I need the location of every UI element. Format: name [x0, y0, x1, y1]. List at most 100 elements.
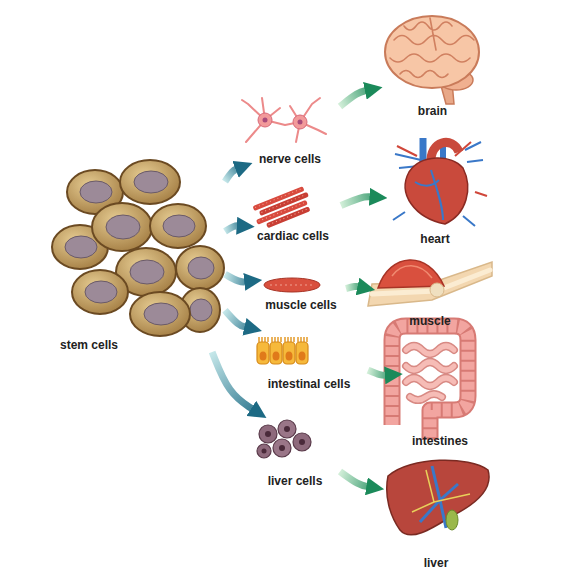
liver-cell-drawing [299, 439, 305, 445]
cell-or-organ-node: cardiac cells [245, 185, 341, 243]
nerve-cell-drawing [242, 98, 300, 142]
cardiac-cell-drawing [266, 206, 311, 228]
liver-drawing [446, 510, 458, 530]
muscle-cell-drawing [264, 278, 320, 292]
formation-arrow [341, 197, 371, 206]
nerve-cell-drawing [298, 120, 303, 125]
nerve-cell-drawing [242, 98, 326, 142]
intestinal-cell-drawing [270, 342, 282, 364]
node-label: cardiac cells [245, 229, 341, 243]
brain-drawing [390, 18, 474, 78]
cardiac-cell-drawing [253, 188, 311, 228]
cell-or-organ-node: liver [382, 452, 490, 570]
stem-cell-cluster [120, 160, 180, 204]
stem-cell-cluster [130, 292, 190, 336]
differentiation-arrow [225, 226, 239, 232]
node-label: muscle cells [256, 298, 346, 312]
formation-arrow [346, 286, 359, 288]
liver-cell-drawing [273, 439, 291, 457]
intestines-drawing [392, 326, 468, 440]
node-label: liver cells [250, 474, 340, 488]
intestines-drawing [406, 346, 454, 400]
intestines-drawing [392, 326, 468, 440]
stem-cell-cluster [176, 246, 224, 290]
nerve-cell-drawing [263, 118, 268, 123]
brain-drawing [385, 16, 479, 104]
heart-drawing [405, 158, 467, 224]
muscle-drawing [430, 283, 444, 297]
stem-cell-cluster [80, 181, 112, 203]
liver-cell-drawing [278, 420, 296, 438]
stem-cell-cluster [150, 204, 206, 248]
cell-or-organ-node: intestines [395, 316, 485, 448]
cell-or-organ-node: brain [380, 8, 485, 118]
cardiac-cell-drawing [251, 185, 315, 231]
liver-cell-drawing [279, 445, 285, 451]
node-label: stem cells [40, 338, 225, 352]
node-label: intestines [395, 434, 485, 448]
heart-drawing [393, 138, 487, 226]
node-label: muscle [365, 314, 495, 328]
intestinal-cell-drawing [273, 352, 280, 361]
liver-cell-drawing [293, 433, 311, 451]
differentiation-arrow [225, 169, 237, 182]
stem-cell-cluster [130, 260, 164, 284]
node-label: nerve cells [240, 152, 340, 166]
formation-arrow [368, 370, 387, 375]
stem-cell-cluster [134, 171, 168, 193]
cell-or-organ-node: heart [385, 132, 485, 246]
differentiation-arrow [225, 274, 246, 282]
liver-cell-drawing [284, 426, 290, 432]
intestinal-cell-drawing [283, 342, 295, 364]
nerve-cell-drawing [258, 113, 272, 127]
cell-or-organ-node: muscle [365, 244, 495, 328]
intestinal-cell-drawing [296, 342, 308, 364]
liver-cell-drawing [257, 444, 271, 458]
muscle-drawing [368, 260, 492, 306]
nerve-cell-drawing [293, 115, 307, 129]
heart-drawing [393, 142, 483, 226]
liver-cell-drawing [259, 425, 277, 443]
liver-drawing [387, 460, 489, 535]
muscle-cell-drawing [270, 285, 314, 286]
liver-drawing [412, 470, 470, 512]
intestinal-cell-drawing [299, 352, 306, 361]
node-label: heart [385, 232, 485, 246]
intestinal-cell-drawing [257, 342, 269, 364]
intestinal-cell-drawing [260, 352, 267, 361]
stem-cell-cluster [106, 215, 140, 239]
liver-cell-drawing [257, 420, 311, 458]
differentiation-arrow [212, 352, 253, 409]
nerve-cell-drawing [290, 98, 326, 142]
cell-or-organ-node: nerve cells [240, 94, 340, 166]
muscle-cell-drawing [264, 278, 320, 292]
liver-cell-drawing [262, 449, 267, 454]
stem-cell-cluster [65, 236, 97, 258]
liver-cell-drawing [265, 431, 271, 437]
stem-cell-cluster [144, 303, 178, 325]
intestines-drawing [392, 326, 468, 440]
intestinal-cell-drawing [286, 352, 293, 361]
cell-or-organ-node: muscle cells [256, 268, 346, 312]
intestinal-cell-drawing [259, 337, 307, 342]
intestines-drawing [406, 346, 454, 400]
intestinal-cell-drawing [257, 337, 308, 364]
stem-cell-cluster [92, 203, 152, 251]
cell-or-organ-node: intestinal cells [250, 330, 368, 391]
stem-cell-cluster [188, 257, 214, 279]
formation-arrow [340, 472, 368, 487]
stem-cell-cluster [52, 160, 224, 336]
formation-arrow [340, 90, 367, 106]
node-label: brain [380, 104, 485, 118]
node-label: liver [382, 556, 490, 570]
muscle-drawing [392, 266, 432, 278]
stem-cell-cluster [190, 299, 212, 321]
node-label: intestinal cells [250, 377, 368, 391]
heart-drawing [415, 170, 443, 220]
brain-drawing [385, 16, 479, 88]
cell-or-organ-node: liver cells [250, 418, 340, 488]
